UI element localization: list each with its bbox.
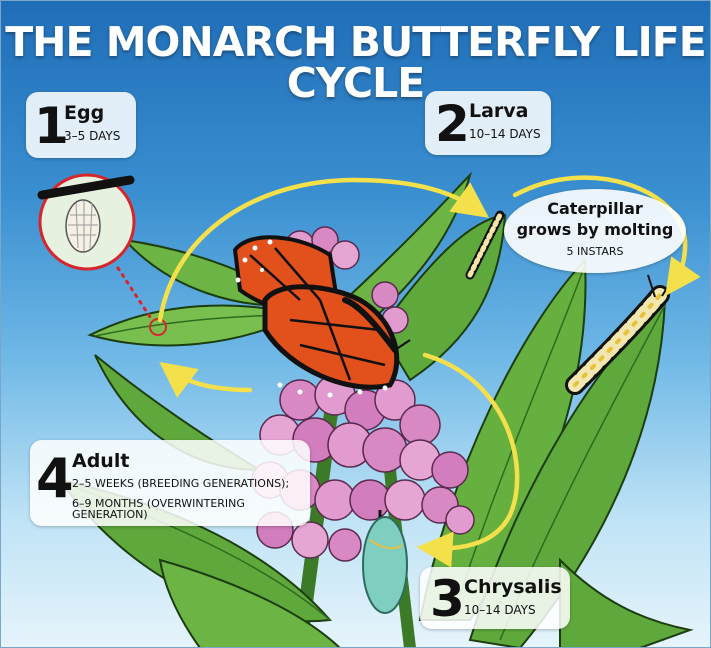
stage-larva-box: 2 Larva 10–14 DAYS bbox=[425, 91, 551, 155]
stage-adult-number: 4 bbox=[36, 452, 74, 506]
stage-adult-duration-overwintering: 6–9 MONTHS (OVERWINTERING GENERATION) bbox=[72, 498, 310, 520]
stage-chrysalis-box: 3 Chrysalis 10–14 DAYS bbox=[420, 567, 570, 629]
caterpillar-note-line1: Caterpillar bbox=[504, 201, 686, 217]
stage-egg-box: 1 Egg 3–5 DAYS bbox=[26, 92, 136, 158]
stage-chrysalis-name: Chrysalis bbox=[464, 578, 562, 597]
stage-larva-number: 2 bbox=[435, 99, 470, 149]
stage-chrysalis-duration: 10–14 DAYS bbox=[464, 604, 536, 616]
stage-adult-duration-breeding: 2–5 WEEKS (BREEDING GENERATIONS); bbox=[72, 478, 289, 489]
caterpillar-note: Caterpillar grows by molting 5 INSTARS bbox=[504, 189, 686, 273]
stage-larva-name: Larva bbox=[469, 102, 529, 121]
caterpillar-note-line3: 5 INSTARS bbox=[504, 246, 686, 257]
stage-larva-duration: 10–14 DAYS bbox=[469, 128, 541, 140]
stage-adult-box: 4 Adult 2–5 WEEKS (BREEDING GENERATIONS)… bbox=[30, 440, 310, 526]
stage-chrysalis-number: 3 bbox=[430, 574, 465, 624]
stage-egg-duration: 3–5 DAYS bbox=[64, 130, 120, 142]
caterpillar-note-line2: grows by molting bbox=[504, 222, 686, 238]
stage-adult-name: Adult bbox=[72, 452, 129, 471]
stage-egg-name: Egg bbox=[64, 104, 104, 123]
